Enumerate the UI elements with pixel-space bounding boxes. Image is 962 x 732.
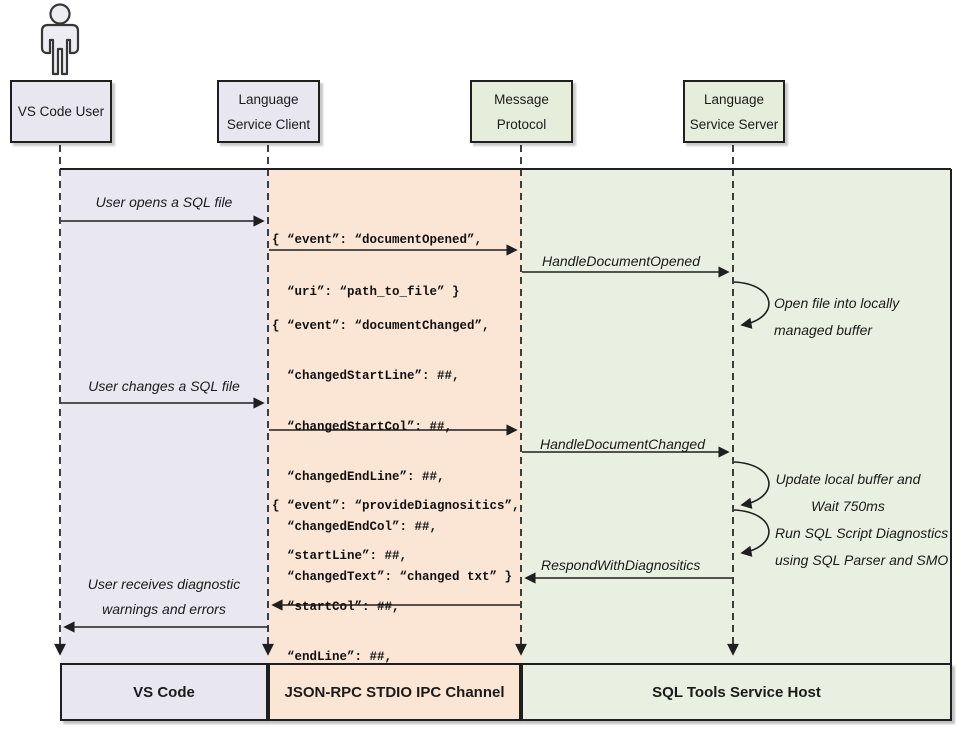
actor-label: Service Server [689,116,779,132]
actor-label: Message [494,91,549,107]
actor-label: VS Code User [17,104,105,119]
actor-label: Language [703,91,765,107]
person-icon [40,3,80,76]
footer-box-vscode: VS Code [60,663,268,721]
selfloop-update-buffer [733,461,770,509]
message-label-handle-document-changed: HandleDocumentChanged [540,436,705,452]
message-label-user-receives-diagnostics: User receives diagnostic warnings and er… [87,576,241,617]
actor-box-vscode-user: VS Code User [10,80,112,143]
actor-box-message-protocol: Message Protocol [470,80,573,143]
note-open-file-buffer: Open file into locally managed buffer [774,295,900,338]
actor-box-language-service-client: Language Service Client [217,80,320,143]
message-label-user-changes-file: User changes a SQL file [88,378,240,394]
selfloop-open-buffer [733,281,770,329]
lane-service-host [521,170,951,663]
actor-label: Protocol [496,116,547,132]
lane-vscode [61,170,268,663]
note-run-sql-diagnostics: Run SQL Script Diagnostics using SQL Par… [775,525,949,568]
note-update-buffer-wait: Update local buffer and Wait 750ms [775,471,921,514]
payload-document-opened: { “event”: “documentOpened”, “uri”: “pat… [272,233,483,299]
message-label-respond-with-diagnostics: RespondWithDiagnositics [541,557,701,573]
footer-box-service-host: SQL Tools Service Host [521,663,952,721]
message-label-user-opens-file: User opens a SQL file [95,194,233,210]
footer-box-ipc-channel: JSON-RPC STDIO IPC Channel [268,663,521,721]
payload-document-changed: { “event”: “documentChanged”, “changedSt… [272,319,513,585]
actor-label: Service Client [226,116,311,132]
message-label-handle-document-opened: HandleDocumentOpened [542,253,700,269]
selfloop-run-diagnostics [733,509,770,557]
lane-ipc-channel [268,170,521,663]
actor-label: Language [238,91,299,107]
actor-box-language-service-server: Language Service Server [683,80,785,143]
